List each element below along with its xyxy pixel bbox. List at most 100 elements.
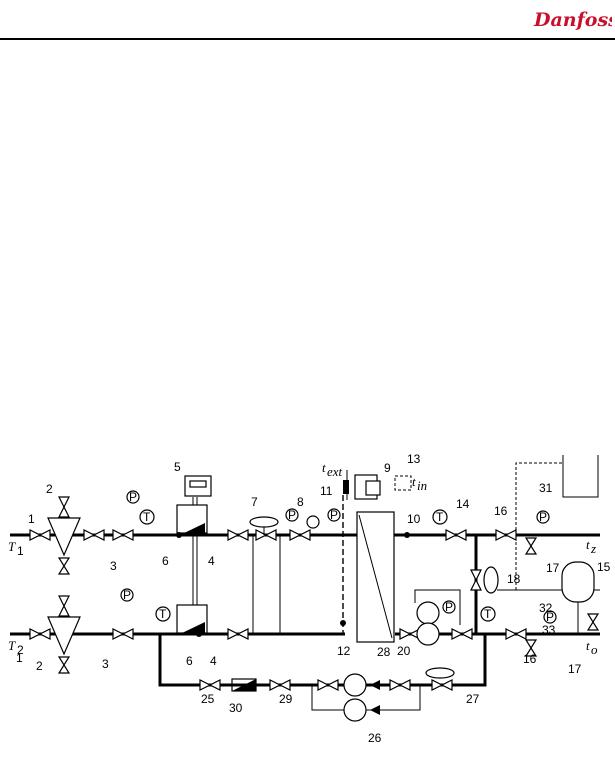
callout-30: 30 <box>229 701 243 715</box>
supply-drain-17 <box>524 537 538 555</box>
return-valve-pump-2 <box>451 628 473 640</box>
svg-text:P: P <box>129 490 137 504</box>
pressure-gauge-pump: P <box>442 600 456 614</box>
pump-parallel-pipe <box>311 685 421 711</box>
tank-signal-dashed <box>515 462 563 590</box>
check-valve-30 <box>231 678 257 692</box>
label-t-z: t z <box>586 537 596 556</box>
pump-bypass-thin <box>414 589 461 625</box>
return-sensor-12 <box>340 620 346 626</box>
logo-text: Danfoss <box>533 9 612 31</box>
sensor-dot-lower <box>196 631 202 637</box>
svg-text:T: T <box>159 607 167 621</box>
supply-valve-7 <box>255 529 277 541</box>
callout-4-return: 4 <box>210 654 217 668</box>
callout-11: 11 <box>320 484 333 498</box>
callout-1-return: 1 <box>16 651 23 665</box>
supply-valve-3 <box>112 529 134 541</box>
supply-valve-16 <box>495 529 517 541</box>
sensor-dot-upper <box>176 532 182 538</box>
label-t2: T 2 <box>8 638 24 657</box>
energy-meter-display <box>189 480 207 488</box>
header-rule <box>0 38 615 40</box>
storage-tank-31 <box>562 455 599 498</box>
callout-33: 33 <box>542 623 556 637</box>
svg-text:T: T <box>484 607 492 621</box>
pump-26-valve-right <box>389 679 411 691</box>
svg-text:P: P <box>539 510 547 524</box>
svg-text:P: P <box>330 508 338 522</box>
supply-vent-valve <box>58 496 70 518</box>
thermometer-supply-primary: T <box>139 509 155 525</box>
flow-limiter-8 <box>306 515 320 529</box>
bypass-valve-25 <box>199 679 221 691</box>
return-vent-valve <box>58 595 70 617</box>
expansion-vessel <box>561 561 595 603</box>
return-bypass-pipe <box>158 634 288 687</box>
flow-sensor-lower <box>180 622 205 634</box>
callout-6-supply: 6 <box>162 554 169 568</box>
supply-valve-1 <box>29 529 51 541</box>
pump-26-valve-left <box>317 679 339 691</box>
callout-28: 28 <box>377 645 391 659</box>
svg-text:t: t <box>586 638 590 653</box>
svg-text:T: T <box>8 539 16 554</box>
svg-text:o: o <box>591 642 598 657</box>
callout-20: 20 <box>397 644 411 658</box>
svg-text:P: P <box>288 508 296 522</box>
control-valve-7-actuator <box>249 516 279 528</box>
thermometer-return-primary: T <box>155 606 171 622</box>
callout-25: 25 <box>201 692 215 706</box>
mixing-valve-actuator <box>483 566 499 594</box>
svg-text:P: P <box>546 610 554 624</box>
circulation-pump-20b <box>416 622 440 646</box>
callout-16-supply: 16 <box>494 504 508 518</box>
callout-26: 26 <box>368 731 382 745</box>
callout-14: 14 <box>456 497 470 511</box>
return-valve-1 <box>29 628 51 640</box>
supply-valve-after-strainer <box>83 529 105 541</box>
callout-31: 31 <box>539 481 553 495</box>
return-valve-16 <box>505 628 527 640</box>
supply-valve-meter <box>227 529 249 541</box>
return-drain-valve <box>57 656 71 674</box>
callout-12: 12 <box>337 644 351 658</box>
heat-exchanger-diagonal <box>358 514 393 639</box>
callout-9: 9 <box>384 461 391 475</box>
pressure-gauge-return-primary: P <box>120 588 134 602</box>
control-valve-27 <box>431 679 453 691</box>
label-t1: T 1 <box>8 539 24 558</box>
callout-3-supply: 3 <box>110 559 117 573</box>
callout-29: 29 <box>279 692 293 706</box>
controller-actuator <box>365 480 381 496</box>
svg-text:T: T <box>8 638 16 653</box>
svg-text:T: T <box>436 510 444 524</box>
label-t-o: t o <box>586 638 598 657</box>
bypass-valve-29 <box>269 679 291 691</box>
return-valve-3 <box>112 628 134 640</box>
svg-text:2: 2 <box>17 643 24 657</box>
pump-26-check-a <box>370 680 380 690</box>
callout-4-supply: 4 <box>208 554 215 568</box>
callout-2-supply: 2 <box>46 482 53 496</box>
callout-7: 7 <box>251 495 258 509</box>
outdoor-sensor <box>343 480 349 494</box>
pressure-gauge-exchanger: P <box>327 508 341 522</box>
svg-text:t: t <box>412 474 416 489</box>
svg-text:in: in <box>417 478 427 493</box>
pressure-gauge-return-secondary: P <box>543 610 557 624</box>
callout-27: 27 <box>466 692 480 706</box>
callout-8: 8 <box>297 495 304 509</box>
pump-26b <box>343 698 367 722</box>
return-drain-17 <box>524 639 538 657</box>
callout-16-return: 16 <box>523 652 537 666</box>
svg-text:z: z <box>590 541 596 556</box>
svg-text:t: t <box>586 537 590 552</box>
pump-26a <box>343 673 367 697</box>
svg-text:ext: ext <box>327 464 343 479</box>
callout-17-supply: 17 <box>546 561 560 575</box>
danfoss-logo: Danfoss <box>533 9 612 31</box>
supply-strainer-2 <box>47 517 81 557</box>
